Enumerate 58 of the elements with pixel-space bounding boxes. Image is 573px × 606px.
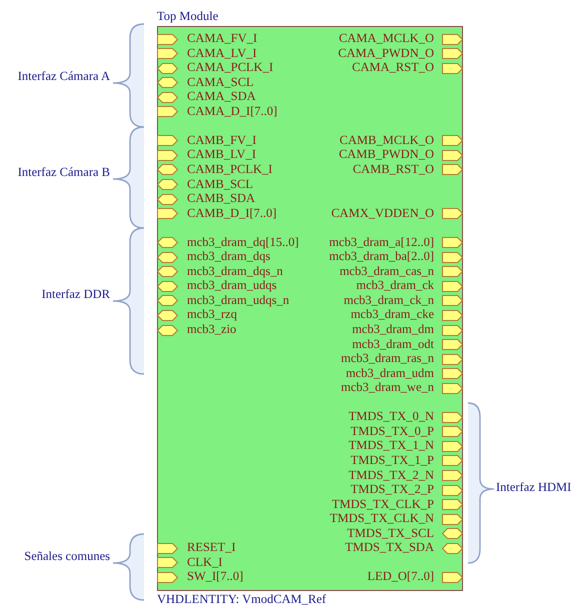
port-name: TMDS_TX_1_P <box>350 452 434 467</box>
port-name: mcb3_dram_dm <box>352 322 434 336</box>
port-name: CAMB_PWDN_O <box>338 147 434 162</box>
port-name: mcb3_dram_we_n <box>340 380 434 394</box>
port-name: CAMA_D_I[7..0] <box>187 104 278 118</box>
port-name: CAMB_FV_I <box>187 132 256 147</box>
port-name: CAMA_MCLK_O <box>338 31 434 45</box>
port-name: mcb3_dram_ba[2..0] <box>329 249 434 264</box>
port-name: CAMA_FV_I <box>187 31 258 45</box>
port-name: CAMB_PCLK_I <box>187 162 272 176</box>
port-name: CAMX_VDDEN_O <box>331 206 434 220</box>
port-name: TMDS_TX_1_N <box>348 438 434 452</box>
port-name: LED_O[7..0] <box>367 569 434 584</box>
group-label: Interfaz DDR <box>42 287 110 301</box>
group-label: Interfaz Cámara B <box>18 165 110 179</box>
port-name: TMDS_TX_0_P <box>350 424 434 438</box>
port-name: CAMB_LV_I <box>187 147 256 162</box>
port-name: mcb3_dram_a[12..0] <box>329 234 434 249</box>
port-name: mcb3_rzq <box>187 307 237 322</box>
port-name: CAMA_PWDN_O <box>338 46 434 60</box>
port-name: mcb3_dram_udqs_n <box>187 292 290 307</box>
port-name: TMDS_TX_CLK_P <box>332 496 434 511</box>
port-name: CAMB_MCLK_O <box>340 132 434 147</box>
port-name: RESET_I <box>187 540 236 554</box>
port-name: CAMB_RST_O <box>352 162 434 176</box>
port-name: TMDS_TX_0_N <box>348 409 434 424</box>
port-name: TMDS_TX_SDA <box>345 540 434 554</box>
port-name: CAMB_D_I[7..0] <box>187 206 277 220</box>
port-name: mcb3_dram_cas_n <box>340 264 434 278</box>
port-name: CAMA_RST_O <box>352 60 434 74</box>
port-name: mcb3_dram_dqs <box>187 249 270 264</box>
port-name: TMDS_TX_SCL <box>347 526 434 540</box>
port-name: mcb3_dram_odt <box>352 336 434 351</box>
port-name: CAMA_PCLK_I <box>187 60 274 74</box>
group-label: Interfaz HDMI <box>496 480 572 494</box>
group-label: Interfaz Cámara A <box>18 69 110 83</box>
port-name: CAMA_SDA <box>187 89 256 104</box>
port-name: CAMB_SCL <box>187 176 253 190</box>
port-name: mcb3_dram_cke <box>350 307 434 322</box>
port-name: mcb3_dram_dqs_n <box>187 264 283 278</box>
group-label: Señales comunes <box>24 549 110 563</box>
entity-name: VHDLENTITY: VmodCAM_Ref <box>157 592 326 606</box>
port-name: CLK_I <box>187 554 222 569</box>
port-name: TMDS_TX_2_P <box>350 482 434 496</box>
port-name: mcb3_dram_ck <box>356 278 434 292</box>
port-name: CAMA_SCL <box>187 74 254 89</box>
port-name: CAMA_LV_I <box>187 46 257 60</box>
port-name: mcb3_dram_dq[15..0] <box>187 234 299 249</box>
port-name: mcb3_zio <box>187 322 236 336</box>
port-name: mcb3_dram_udqs <box>187 278 277 292</box>
port-name: CAMB_SDA <box>187 191 256 206</box>
port-name: mcb3_dram_ras_n <box>340 351 434 366</box>
port-name: SW_I[7..0] <box>187 569 244 584</box>
port-name: TMDS_TX_CLK_N <box>330 511 434 526</box>
port-name: mcb3_dram_ck_n <box>344 292 434 307</box>
module-title: Top Module <box>157 9 218 24</box>
port-name: mcb3_dram_udm <box>346 366 434 380</box>
port-name: TMDS_TX_2_N <box>348 468 434 482</box>
